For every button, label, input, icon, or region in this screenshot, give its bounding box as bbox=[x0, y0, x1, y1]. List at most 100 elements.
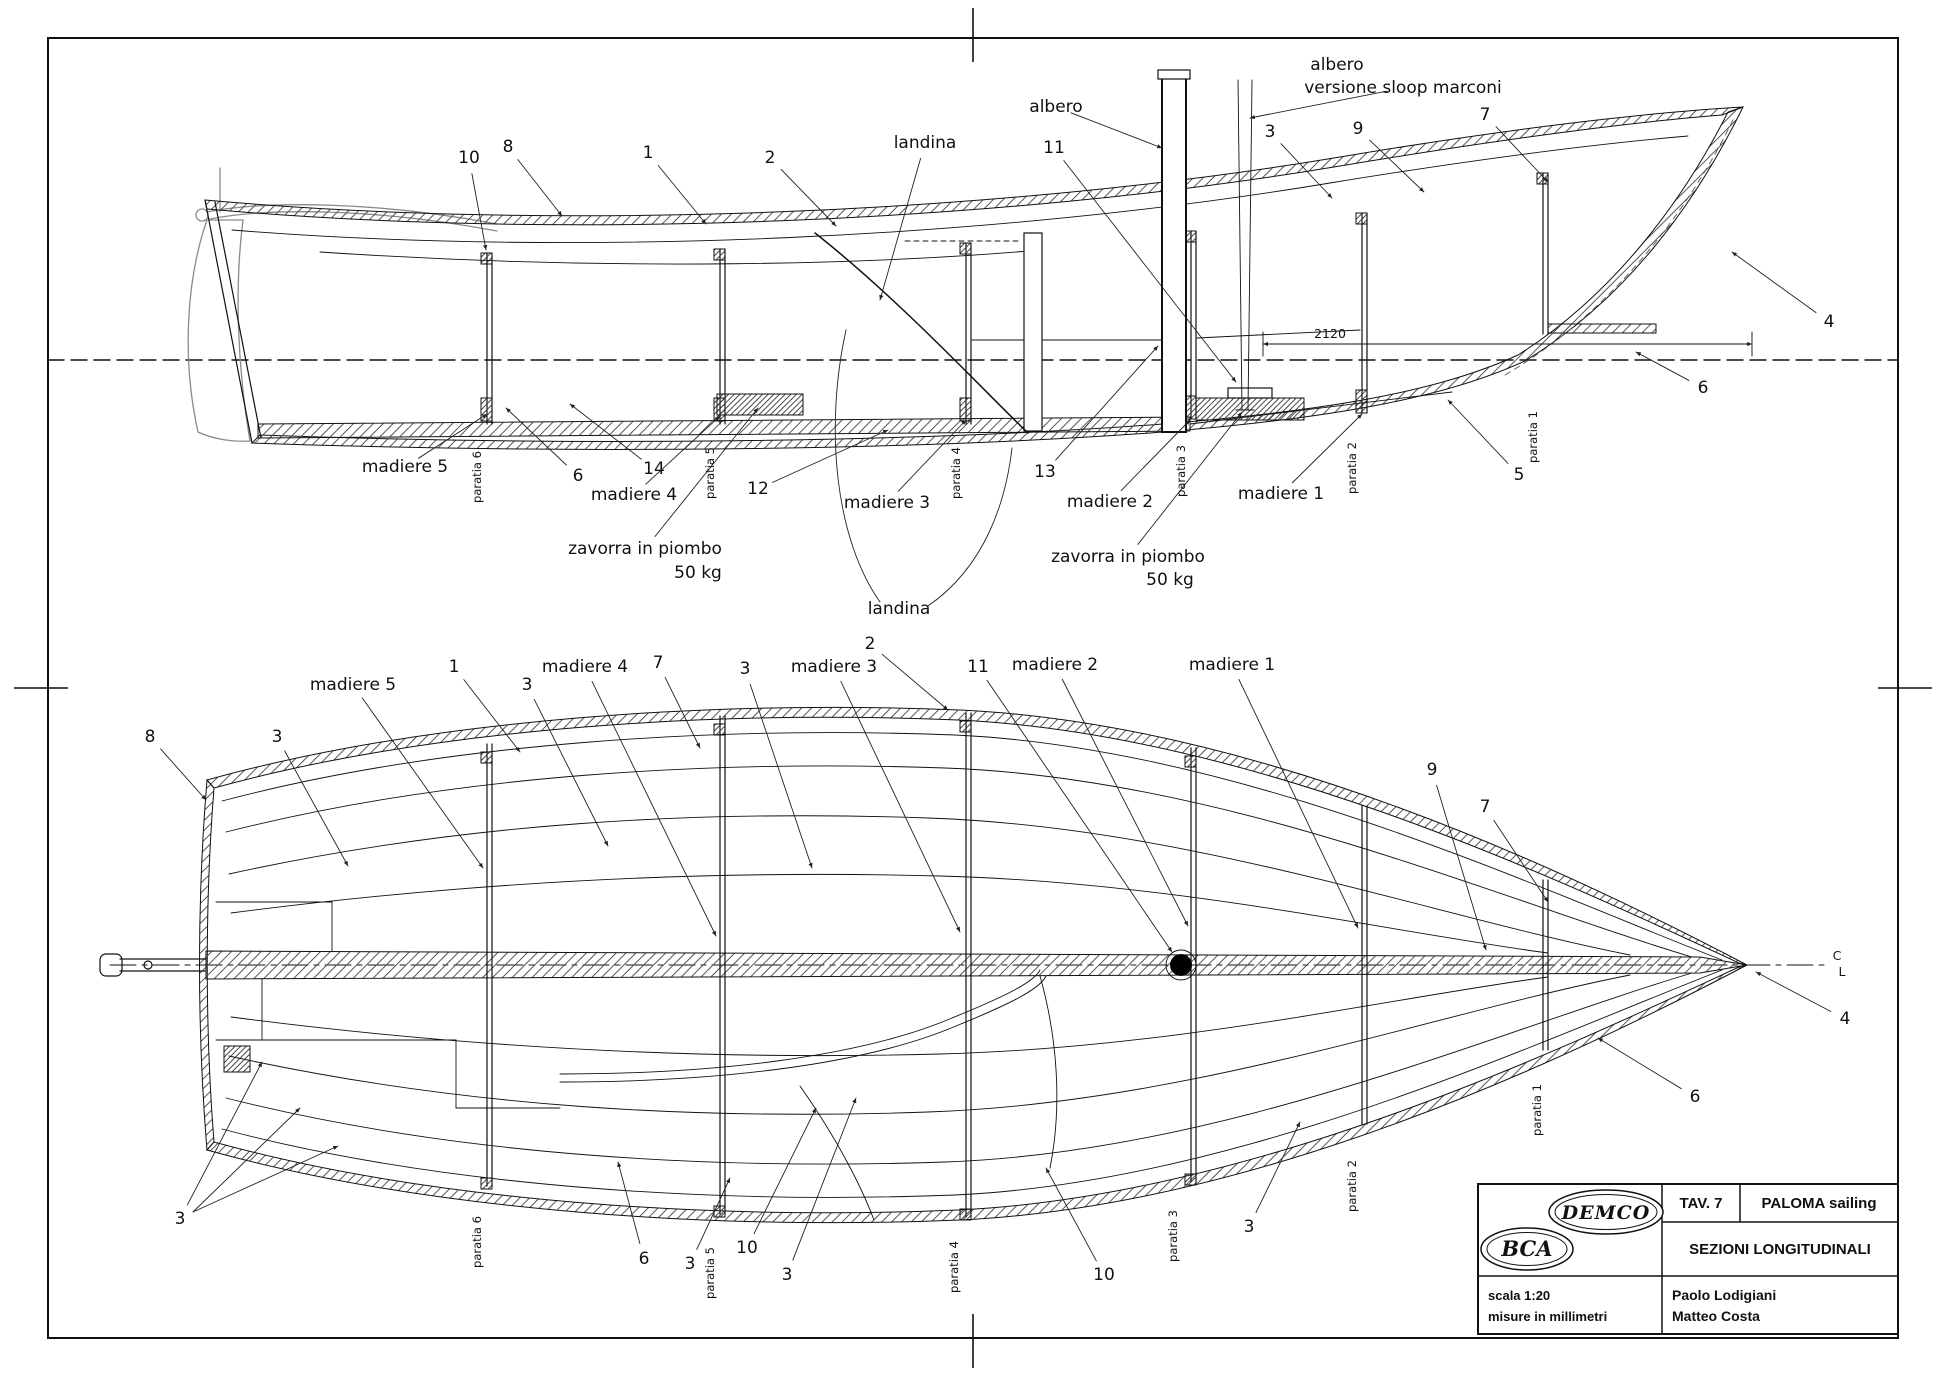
label-3: 3 bbox=[740, 659, 751, 679]
leader-line bbox=[1436, 784, 1487, 951]
leader-line bbox=[897, 419, 967, 492]
label-4: 4 bbox=[1824, 312, 1835, 332]
interior-arrangement bbox=[215, 901, 1058, 1221]
label-zavorra-in-piombo: zavorra in piombo bbox=[568, 539, 722, 559]
label-madiere-2: madiere 2 bbox=[1067, 492, 1153, 512]
leader-line bbox=[463, 679, 521, 753]
label-9: 9 bbox=[1427, 760, 1438, 780]
label-10: 10 bbox=[736, 1238, 758, 1258]
leader-line bbox=[284, 750, 349, 867]
landina-curve bbox=[814, 232, 1029, 434]
label-3: 3 bbox=[272, 727, 283, 747]
label-2: 2 bbox=[765, 148, 776, 168]
label-5: 5 bbox=[1514, 465, 1525, 485]
label-2120: 2120 bbox=[1314, 326, 1346, 341]
label-11: 11 bbox=[967, 657, 989, 677]
label-paratia-2: paratia 2 bbox=[1345, 442, 1359, 494]
label-paratia-5: paratia 5 bbox=[703, 447, 717, 499]
label-6: 6 bbox=[573, 466, 584, 486]
label-3: 3 bbox=[522, 675, 533, 695]
leader-line bbox=[1120, 419, 1191, 491]
label-10: 10 bbox=[458, 148, 480, 168]
logo-demco: DEMCO bbox=[1561, 1202, 1651, 1224]
leader-line bbox=[1280, 143, 1333, 199]
leader-line bbox=[517, 159, 563, 217]
scale-note: scala 1:20 bbox=[1488, 1288, 1550, 1303]
label-3: 3 bbox=[782, 1265, 793, 1285]
label-7: 7 bbox=[1480, 105, 1491, 125]
leader-line bbox=[1755, 971, 1832, 1012]
leader-line bbox=[1495, 126, 1549, 183]
transom bbox=[204, 199, 262, 444]
tiller-plan bbox=[99, 953, 207, 977]
label-14: 14 bbox=[643, 459, 665, 479]
leader-line bbox=[696, 1177, 731, 1250]
leader-line bbox=[533, 698, 609, 847]
leader-line bbox=[881, 653, 949, 711]
leader-line bbox=[749, 683, 813, 869]
leader-line bbox=[1635, 351, 1690, 381]
label-paratia-3: paratia 3 bbox=[1174, 445, 1188, 497]
label-1: 1 bbox=[449, 657, 460, 677]
label-c: C bbox=[1833, 948, 1842, 963]
leader-line bbox=[840, 680, 961, 933]
label-versione-sloop-marconi: versione sloop marconi bbox=[1304, 78, 1502, 98]
label-4: 4 bbox=[1840, 1009, 1851, 1029]
project-name: PALOMA sailing bbox=[1761, 1195, 1876, 1212]
leader-line bbox=[1238, 678, 1359, 929]
label-paratia-4: paratia 4 bbox=[949, 447, 963, 499]
label-3: 3 bbox=[1265, 122, 1276, 142]
label-8: 8 bbox=[145, 727, 156, 747]
leader-line bbox=[617, 1161, 641, 1244]
label-zavorra-in-piombo: zavorra in piombo bbox=[1051, 547, 1205, 567]
bench-line bbox=[1196, 329, 1361, 339]
label-madiere-3: madiere 3 bbox=[844, 493, 930, 513]
mast bbox=[1157, 69, 1191, 433]
leader-line bbox=[471, 173, 488, 251]
leader-line bbox=[879, 157, 922, 301]
label-madiere-1: madiere 1 bbox=[1189, 655, 1275, 675]
mast-sloop-marconi bbox=[1235, 79, 1255, 411]
label-madiere-2: madiere 2 bbox=[1012, 655, 1098, 675]
landina-leaders bbox=[834, 329, 1013, 607]
label-3: 3 bbox=[175, 1209, 186, 1229]
logo-bca: BCA bbox=[1500, 1236, 1552, 1261]
label-madiere-1: madiere 1 bbox=[1238, 484, 1324, 504]
label-3: 3 bbox=[685, 1254, 696, 1274]
foredeck-shelf bbox=[1547, 323, 1657, 334]
label-2: 2 bbox=[865, 634, 876, 654]
label-madiere-4: madiere 4 bbox=[542, 657, 628, 677]
leader-line bbox=[1045, 1167, 1097, 1262]
label-madiere-4: madiere 4 bbox=[591, 485, 677, 505]
label-1: 1 bbox=[643, 143, 654, 163]
bulkheads-side bbox=[480, 172, 1549, 425]
label-madiere-5: madiere 5 bbox=[362, 457, 448, 477]
stringers bbox=[221, 732, 1723, 1198]
triple-leader bbox=[192, 1107, 339, 1213]
label-madiere-3: madiere 3 bbox=[791, 657, 877, 677]
hull-outline-top bbox=[206, 706, 1748, 966]
hull-bottom-planking bbox=[250, 106, 1744, 450]
leader-line bbox=[505, 407, 567, 466]
leader-line bbox=[1063, 160, 1237, 383]
label-paratia-1: paratia 1 bbox=[1530, 1084, 1544, 1136]
leader-line bbox=[417, 413, 488, 459]
mast-position bbox=[1165, 949, 1197, 981]
leader-line bbox=[160, 748, 207, 801]
label-6: 6 bbox=[1690, 1087, 1701, 1107]
label-11: 11 bbox=[1043, 138, 1065, 158]
leader-line bbox=[657, 164, 707, 225]
side-deck-line bbox=[319, 249, 1041, 265]
label-paratia-6: paratia 6 bbox=[470, 1216, 484, 1268]
label-landina: landina bbox=[868, 599, 931, 619]
label-12: 12 bbox=[747, 479, 769, 499]
leader-line bbox=[986, 679, 1173, 953]
leader-line bbox=[645, 415, 721, 485]
leader-line bbox=[664, 676, 701, 749]
label-6: 6 bbox=[1698, 378, 1709, 398]
leader-line bbox=[1447, 399, 1509, 464]
